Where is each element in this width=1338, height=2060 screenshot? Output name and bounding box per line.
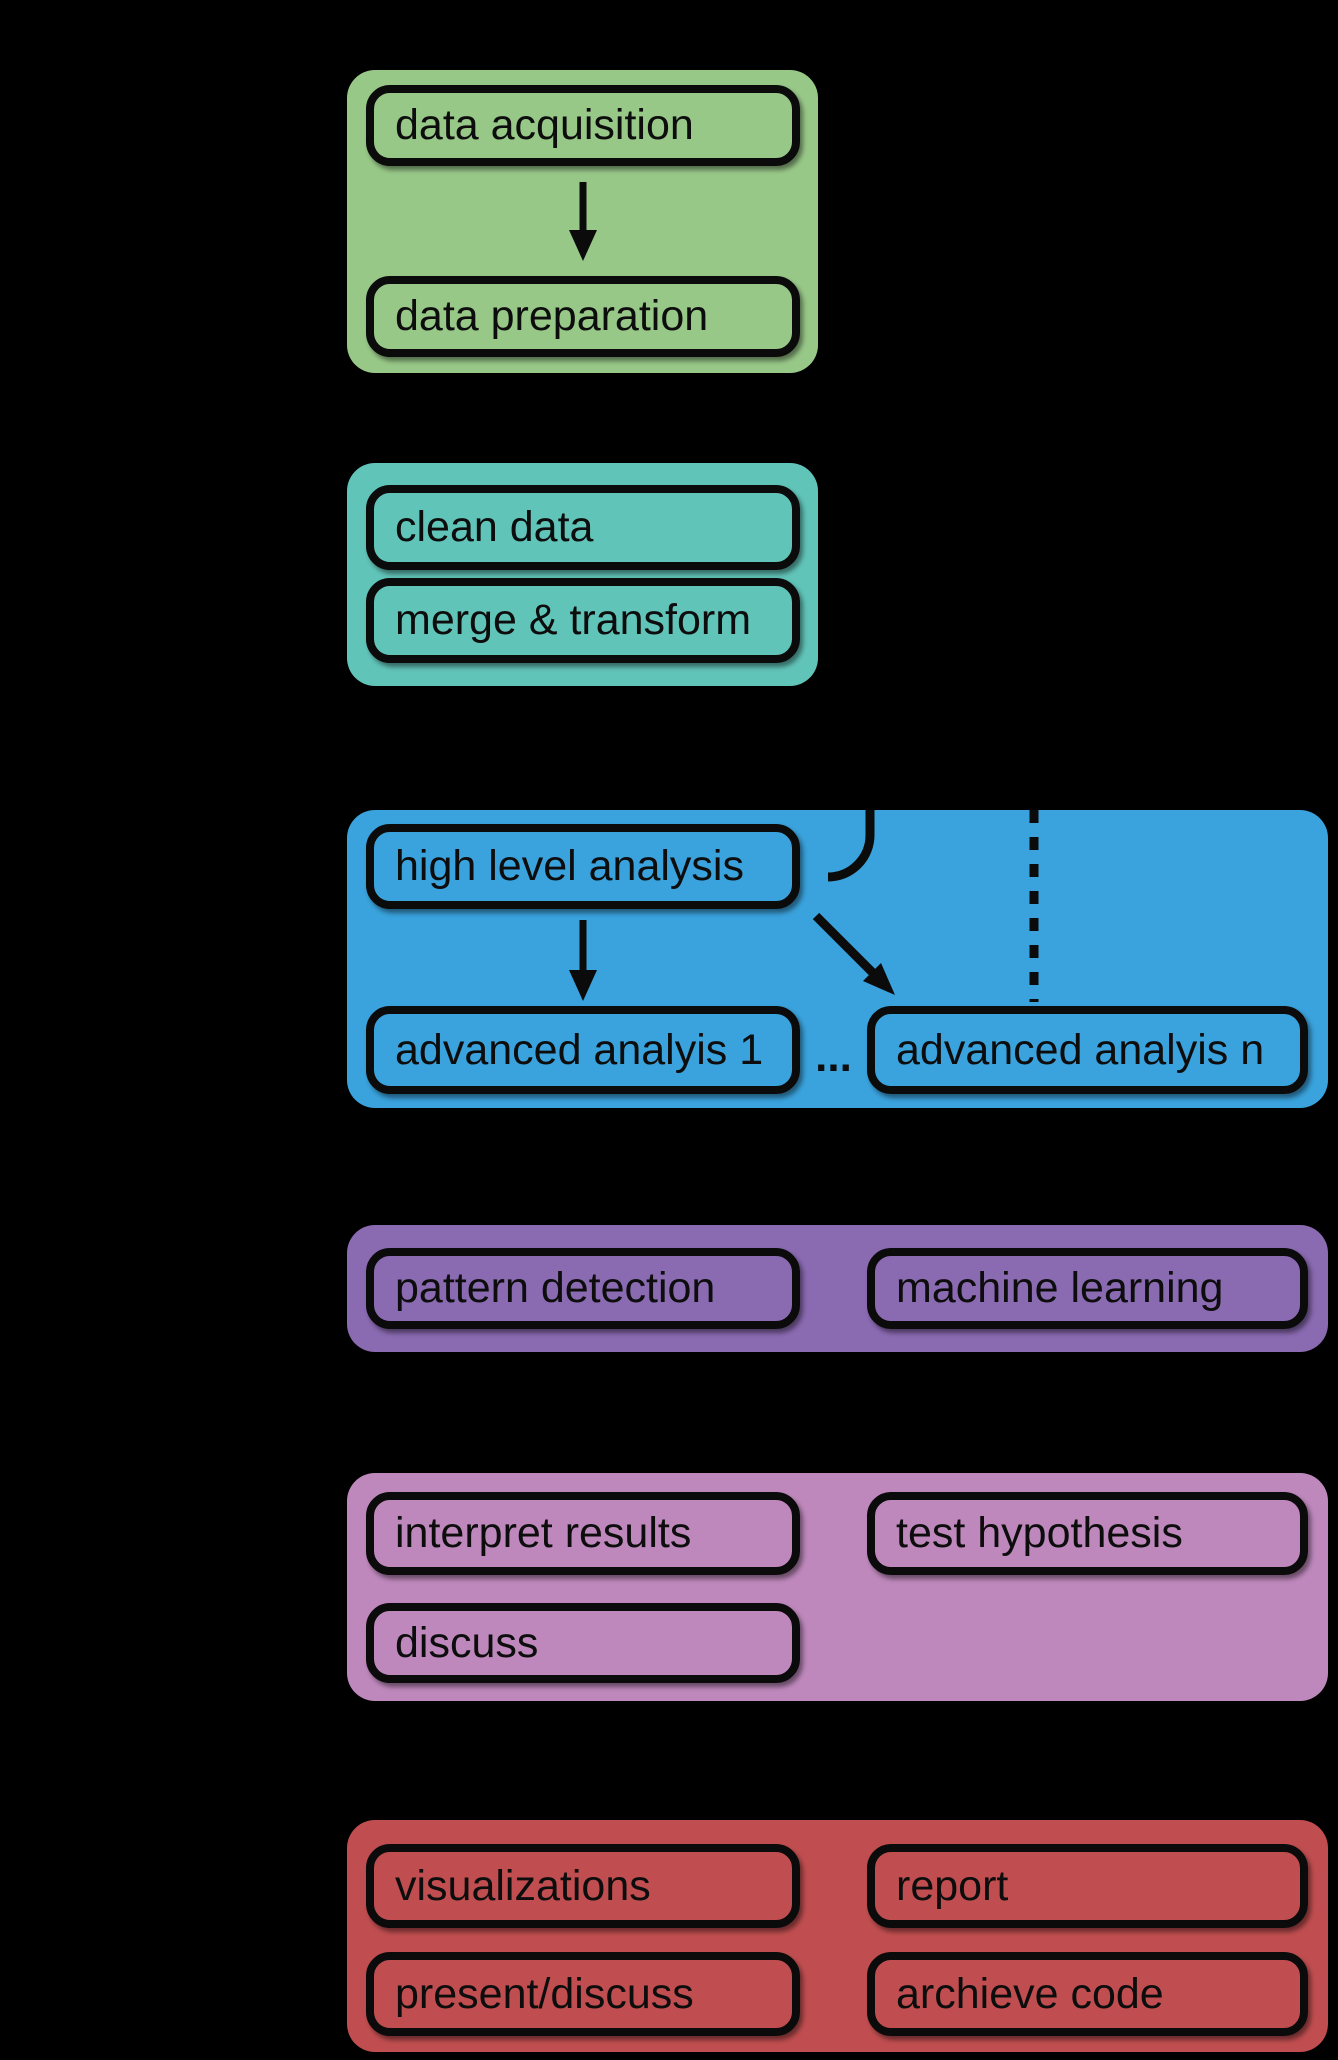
node-discuss: discuss bbox=[366, 1603, 800, 1683]
node-visualizations: visualizations bbox=[366, 1844, 800, 1928]
section-acquisition: data acquisition data preparation bbox=[347, 70, 818, 373]
node-interpret-results: interpret results bbox=[366, 1492, 800, 1575]
node-test-hypothesis: test hypothesis bbox=[867, 1492, 1308, 1575]
section-dissemination: visualizations report present/discuss ar… bbox=[347, 1820, 1328, 2052]
node-merge-transform: merge & transform bbox=[366, 578, 800, 663]
ellipsis-label: ... bbox=[815, 1032, 852, 1081]
section-preparation: clean data merge & transform bbox=[347, 463, 818, 686]
node-advanced-analysis-n: advanced analyis n bbox=[867, 1006, 1308, 1094]
node-present-discuss: present/discuss bbox=[366, 1952, 800, 2036]
arrow-down-icon bbox=[569, 182, 597, 261]
node-report: report bbox=[867, 1844, 1308, 1928]
node-data-acquisition: data acquisition bbox=[366, 85, 800, 166]
section-interpretation: interpret results test hypothesis discus… bbox=[347, 1473, 1328, 1701]
hook-curve-icon bbox=[827, 810, 875, 882]
arrow-down-icon bbox=[569, 920, 597, 1001]
section-analysis: high level analysis advanced analyis 1 .… bbox=[347, 810, 1328, 1108]
diagonal-arrow-icon bbox=[812, 912, 895, 995]
node-data-preparation: data preparation bbox=[366, 276, 800, 357]
node-advanced-analysis-1: advanced analyis 1 bbox=[366, 1006, 800, 1094]
node-high-level-analysis: high level analysis bbox=[366, 824, 800, 909]
node-pattern-detection: pattern detection bbox=[366, 1248, 800, 1329]
node-archive-code: archieve code bbox=[867, 1952, 1308, 2036]
dotted-divider-line bbox=[1029, 810, 1039, 1002]
node-clean-data: clean data bbox=[366, 485, 800, 570]
section-modeling: pattern detection machine learning bbox=[347, 1225, 1328, 1352]
node-machine-learning: machine learning bbox=[867, 1248, 1308, 1329]
